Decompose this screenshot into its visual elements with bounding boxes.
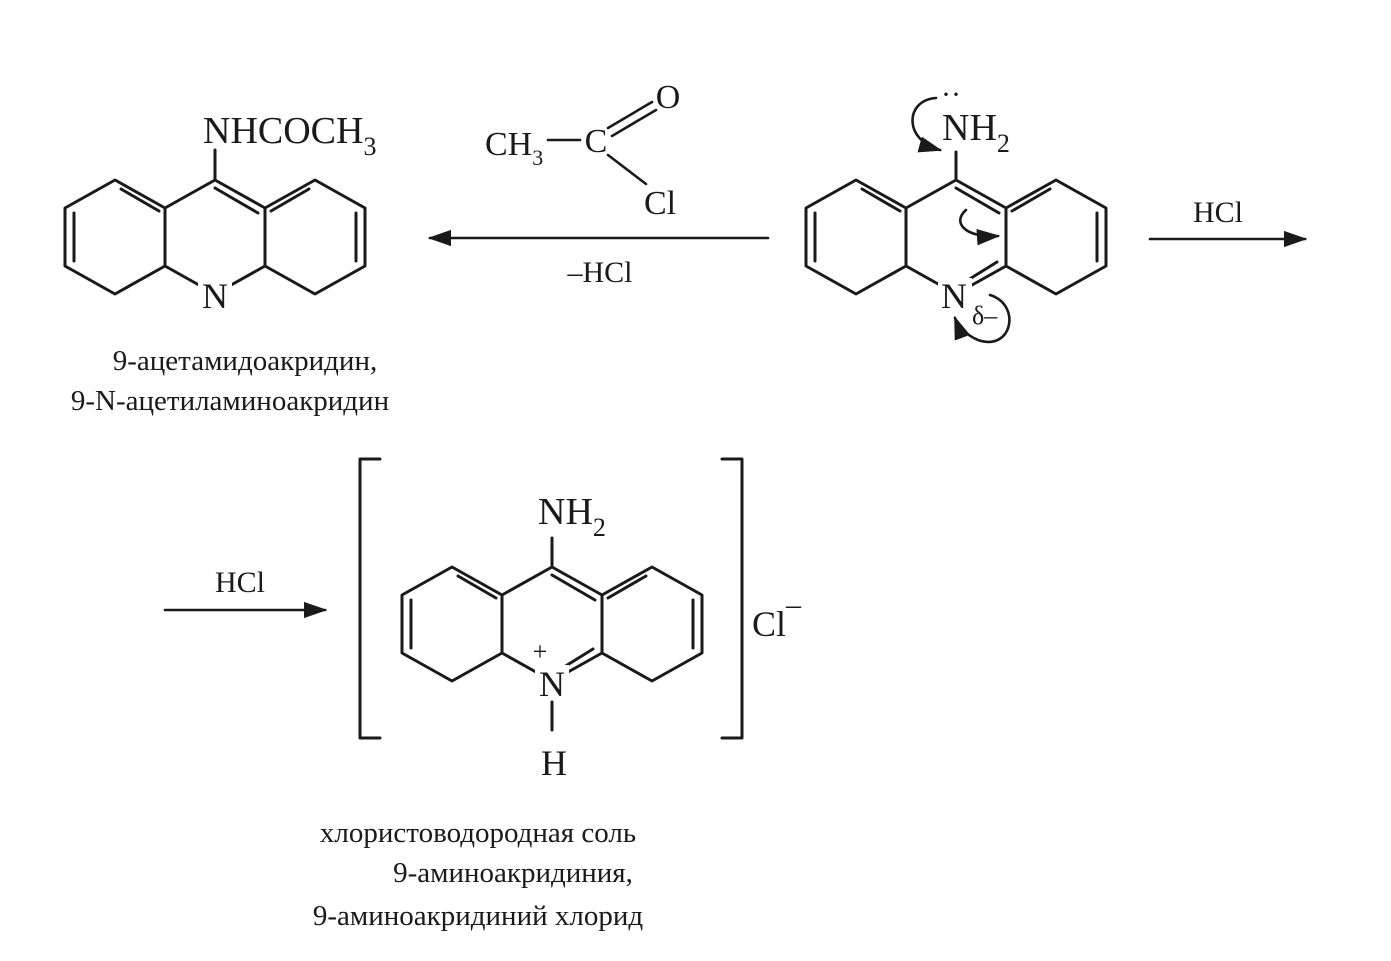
product-name-line1: 9-ацетамидоакридин, xyxy=(113,345,377,377)
hcl-reagent-label: HCl xyxy=(215,566,265,599)
chloride-counter-ion: Cl– xyxy=(752,588,802,644)
acetamido-substituent: NHCOCH3 xyxy=(203,110,376,161)
aminoacridine-structure: N δ– NH2 ·· xyxy=(804,78,1108,344)
electron-shift-arrow xyxy=(911,96,943,153)
acridinium-skeleton xyxy=(400,536,704,732)
oxygen-atom: O xyxy=(656,79,681,116)
partial-charge-label: δ– xyxy=(972,301,998,330)
acridine-skeleton-left xyxy=(63,148,367,296)
ring-nitrogen-label: N xyxy=(539,664,565,704)
acridine-skeleton-right xyxy=(804,150,1108,296)
lone-pair-dots: ·· xyxy=(941,78,961,111)
chlorine-atom: Cl xyxy=(644,185,676,222)
product-name-line2: 9-N-ацетиламиноакридин xyxy=(71,385,389,417)
electron-shift-arrow xyxy=(953,293,1011,344)
amino-group: NH2 xyxy=(538,491,606,542)
carbonyl-carbon: C xyxy=(585,123,608,160)
ring-nitrogen-label: N xyxy=(202,276,228,316)
reaction-arrow-right: HCl xyxy=(1148,196,1308,248)
acetamidoacridine-structure: N NHCOCH3 xyxy=(63,110,376,316)
hydrogen-atom: H xyxy=(541,743,567,783)
salt-name-line3: 9-аминоакридиний хлорид xyxy=(313,900,643,932)
amino-group: NH2 xyxy=(942,107,1010,158)
acetyl-chloride-structure: CH3 C O Cl xyxy=(485,79,680,222)
reaction-arrow-second: HCl xyxy=(163,566,328,619)
left-bracket xyxy=(358,457,382,740)
salt-name-line1: хлористоводородная соль xyxy=(320,817,636,849)
hcl-reagent-label: HCl xyxy=(1193,196,1243,229)
electron-shift-arrow xyxy=(959,208,1001,246)
positive-charge: + xyxy=(533,637,548,666)
salt-name-line2: 9-аминоакридиния, xyxy=(393,857,633,889)
hcl-elimination-label: –HCl xyxy=(566,256,632,289)
aminoacridinium-structure: N + H NH2 xyxy=(400,491,704,783)
reaction-arrow-left: –HCl xyxy=(427,229,770,289)
methyl-group: CH3 xyxy=(485,126,543,170)
right-bracket xyxy=(720,457,744,740)
ring-nitrogen-label: N xyxy=(941,276,967,316)
